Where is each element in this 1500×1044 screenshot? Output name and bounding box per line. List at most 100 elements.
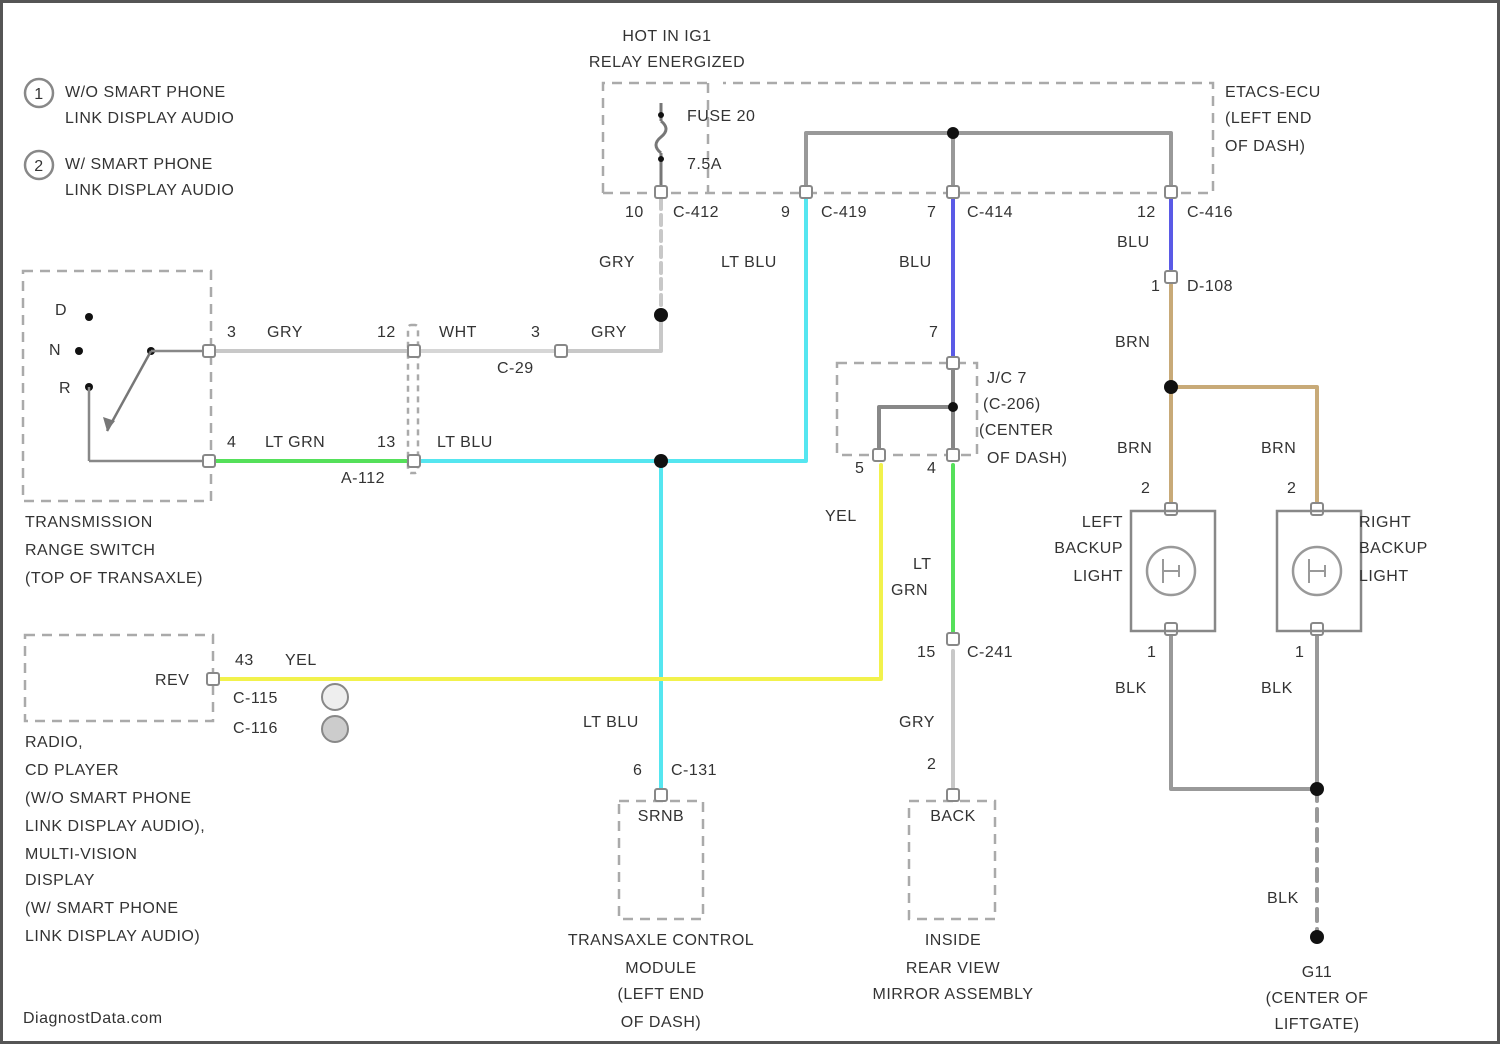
- label-ltblu-a112: LT BLU: [437, 434, 493, 451]
- label-blk-g11: BLK: [1267, 890, 1299, 907]
- legend-2-icon: 2: [25, 151, 53, 179]
- jc-line1: J/C 7: [987, 370, 1027, 387]
- c241-pin: 15: [917, 644, 936, 661]
- etacs-line1: ETACS-ECU: [1225, 84, 1321, 101]
- ground-label-1: (CENTER OF: [1266, 990, 1369, 1007]
- right-lamp-label-1: RIGHT: [1359, 514, 1411, 531]
- radio-label-4: LINK DISPLAY AUDIO),: [25, 818, 205, 835]
- right-lamp-pin-bot: 1: [1295, 644, 1304, 661]
- legend-2-line1: W/ SMART PHONE: [65, 156, 213, 173]
- jc-splice-dot: [948, 402, 958, 412]
- c29-name: C-29: [497, 360, 534, 377]
- transmission-range-switch-outline: [23, 271, 211, 501]
- power-line2: RELAY ENERGIZED: [589, 54, 745, 71]
- trs-pin-3: 3: [227, 324, 236, 341]
- trs-label-1: TRANSMISSION: [25, 514, 153, 531]
- etacs-line3: OF DASH): [1225, 138, 1305, 155]
- c416-pin: 12: [1137, 204, 1156, 221]
- legend-1-icon: 1: [25, 79, 53, 107]
- watermark-link[interactable]: DiagnostData.com: [23, 1010, 163, 1027]
- radio-label-7: (W/ SMART PHONE: [25, 900, 179, 917]
- radio-label-6: DISPLAY: [25, 872, 95, 889]
- gear-d: D: [55, 302, 67, 319]
- jc-line4: OF DASH): [987, 450, 1067, 467]
- tcm-pin-label: SRNB: [638, 808, 684, 825]
- a112-pin-12: 12: [377, 324, 396, 341]
- splice-blk-dot: [1310, 782, 1324, 796]
- label-ltblu-etacs: LT BLU: [721, 254, 777, 271]
- trs-switch-symbol: [75, 313, 203, 461]
- left-backup-light-symbol: [1131, 511, 1215, 631]
- a112-pin-13: 13: [377, 434, 396, 451]
- legend-2-line2: LINK DISPLAY AUDIO: [65, 182, 234, 199]
- left-lamp-label-1: LEFT: [1082, 514, 1123, 531]
- right-lamp-pin-top: 2: [1287, 480, 1296, 497]
- label-brn-upper: BRN: [1115, 334, 1150, 351]
- label-ltgrn-trs: LT GRN: [265, 434, 325, 451]
- jc-pin-left: 5: [855, 460, 864, 477]
- c419-name: C-419: [821, 204, 867, 221]
- mirror-label-3: MIRROR ASSEMBLY: [872, 986, 1033, 1003]
- right-lamp-label-2: BACKUP: [1359, 540, 1428, 557]
- label-blu-d108: BLU: [1117, 234, 1150, 251]
- jc-pin-right: 4: [927, 460, 936, 477]
- ground-label-2: LIFTGATE): [1274, 1016, 1359, 1033]
- power-line1: HOT IN IG1: [622, 28, 711, 45]
- label-brn-right: BRN: [1261, 440, 1296, 457]
- gear-r: R: [59, 380, 71, 397]
- fuse-20-symbol: [656, 103, 666, 193]
- ground-name: G11: [1302, 964, 1333, 981]
- fuse-rating: 7.5A: [687, 156, 722, 173]
- label-yel-radio: YEL: [285, 652, 317, 669]
- c416-name: C-416: [1187, 204, 1233, 221]
- mirror-label-2: REAR VIEW: [906, 960, 1001, 977]
- tcm-label-4: OF DASH): [621, 1014, 701, 1031]
- label-wht: WHT: [439, 324, 477, 341]
- radio-label-8: LINK DISPLAY AUDIO): [25, 928, 200, 945]
- label-gry-c29: GRY: [591, 324, 627, 341]
- c116-name: C-116: [233, 720, 278, 737]
- trs-label-2: RANGE SWITCH: [25, 542, 155, 559]
- c414-name: C-414: [967, 204, 1013, 221]
- etacs-splice-dot: [947, 127, 959, 139]
- c412-name: C-412: [673, 204, 719, 221]
- label-gry-fuse: GRY: [599, 254, 635, 271]
- c115-pin: 43: [235, 652, 254, 669]
- tcm-label-2: MODULE: [625, 960, 696, 977]
- jc-pin-top: 7: [929, 324, 938, 341]
- radio-label-2: CD PLAYER: [25, 762, 119, 779]
- splice-brn-dot: [1164, 380, 1178, 394]
- fuse-name: FUSE 20: [687, 108, 755, 125]
- label-yel-jc: YEL: [825, 508, 857, 525]
- power-fuse-box-outline: [603, 83, 708, 193]
- d108-pin: 1: [1151, 278, 1160, 295]
- splice-gry-dot: [654, 308, 668, 322]
- c414-pin: 7: [927, 204, 936, 221]
- schematic-canvas: 1 2 HOT IN IG1 RELAY ENERGIZED FUSE 20 7…: [3, 3, 1497, 1041]
- radio-variant-icons: [322, 684, 348, 742]
- c131-name: C-131: [671, 762, 717, 779]
- right-lamp-label-3: LIGHT: [1359, 568, 1409, 585]
- legend-1-line2: LINK DISPLAY AUDIO: [65, 110, 234, 127]
- legend-1-line1: W/O SMART PHONE: [65, 84, 226, 101]
- c412-pin: 10: [625, 204, 644, 221]
- d108-name: D-108: [1187, 278, 1233, 295]
- left-lamp-label-3: LIGHT: [1073, 568, 1123, 585]
- gear-n: N: [49, 342, 61, 359]
- label-gry-trs: GRY: [267, 324, 303, 341]
- radio-label-1: RADIO,: [25, 734, 83, 751]
- mirror-pin-label: BACK: [930, 808, 976, 825]
- tcm-label-1: TRANSAXLE CONTROL: [568, 932, 754, 949]
- label-blu-jc: BLU: [899, 254, 932, 271]
- label-ltblu-tcm: LT BLU: [583, 714, 639, 731]
- etacs-internal-bus: [806, 133, 1171, 193]
- jc-line2: (C-206): [983, 396, 1041, 413]
- c241-name: C-241: [967, 644, 1013, 661]
- left-lamp-pin-top: 2: [1141, 480, 1150, 497]
- etacs-line2: (LEFT END: [1225, 110, 1312, 127]
- label-grn: GRN: [891, 582, 928, 599]
- splice-ltblu-dot: [654, 454, 668, 468]
- label-gry-mirror: GRY: [899, 714, 935, 731]
- radio-label-3: (W/O SMART PHONE: [25, 790, 192, 807]
